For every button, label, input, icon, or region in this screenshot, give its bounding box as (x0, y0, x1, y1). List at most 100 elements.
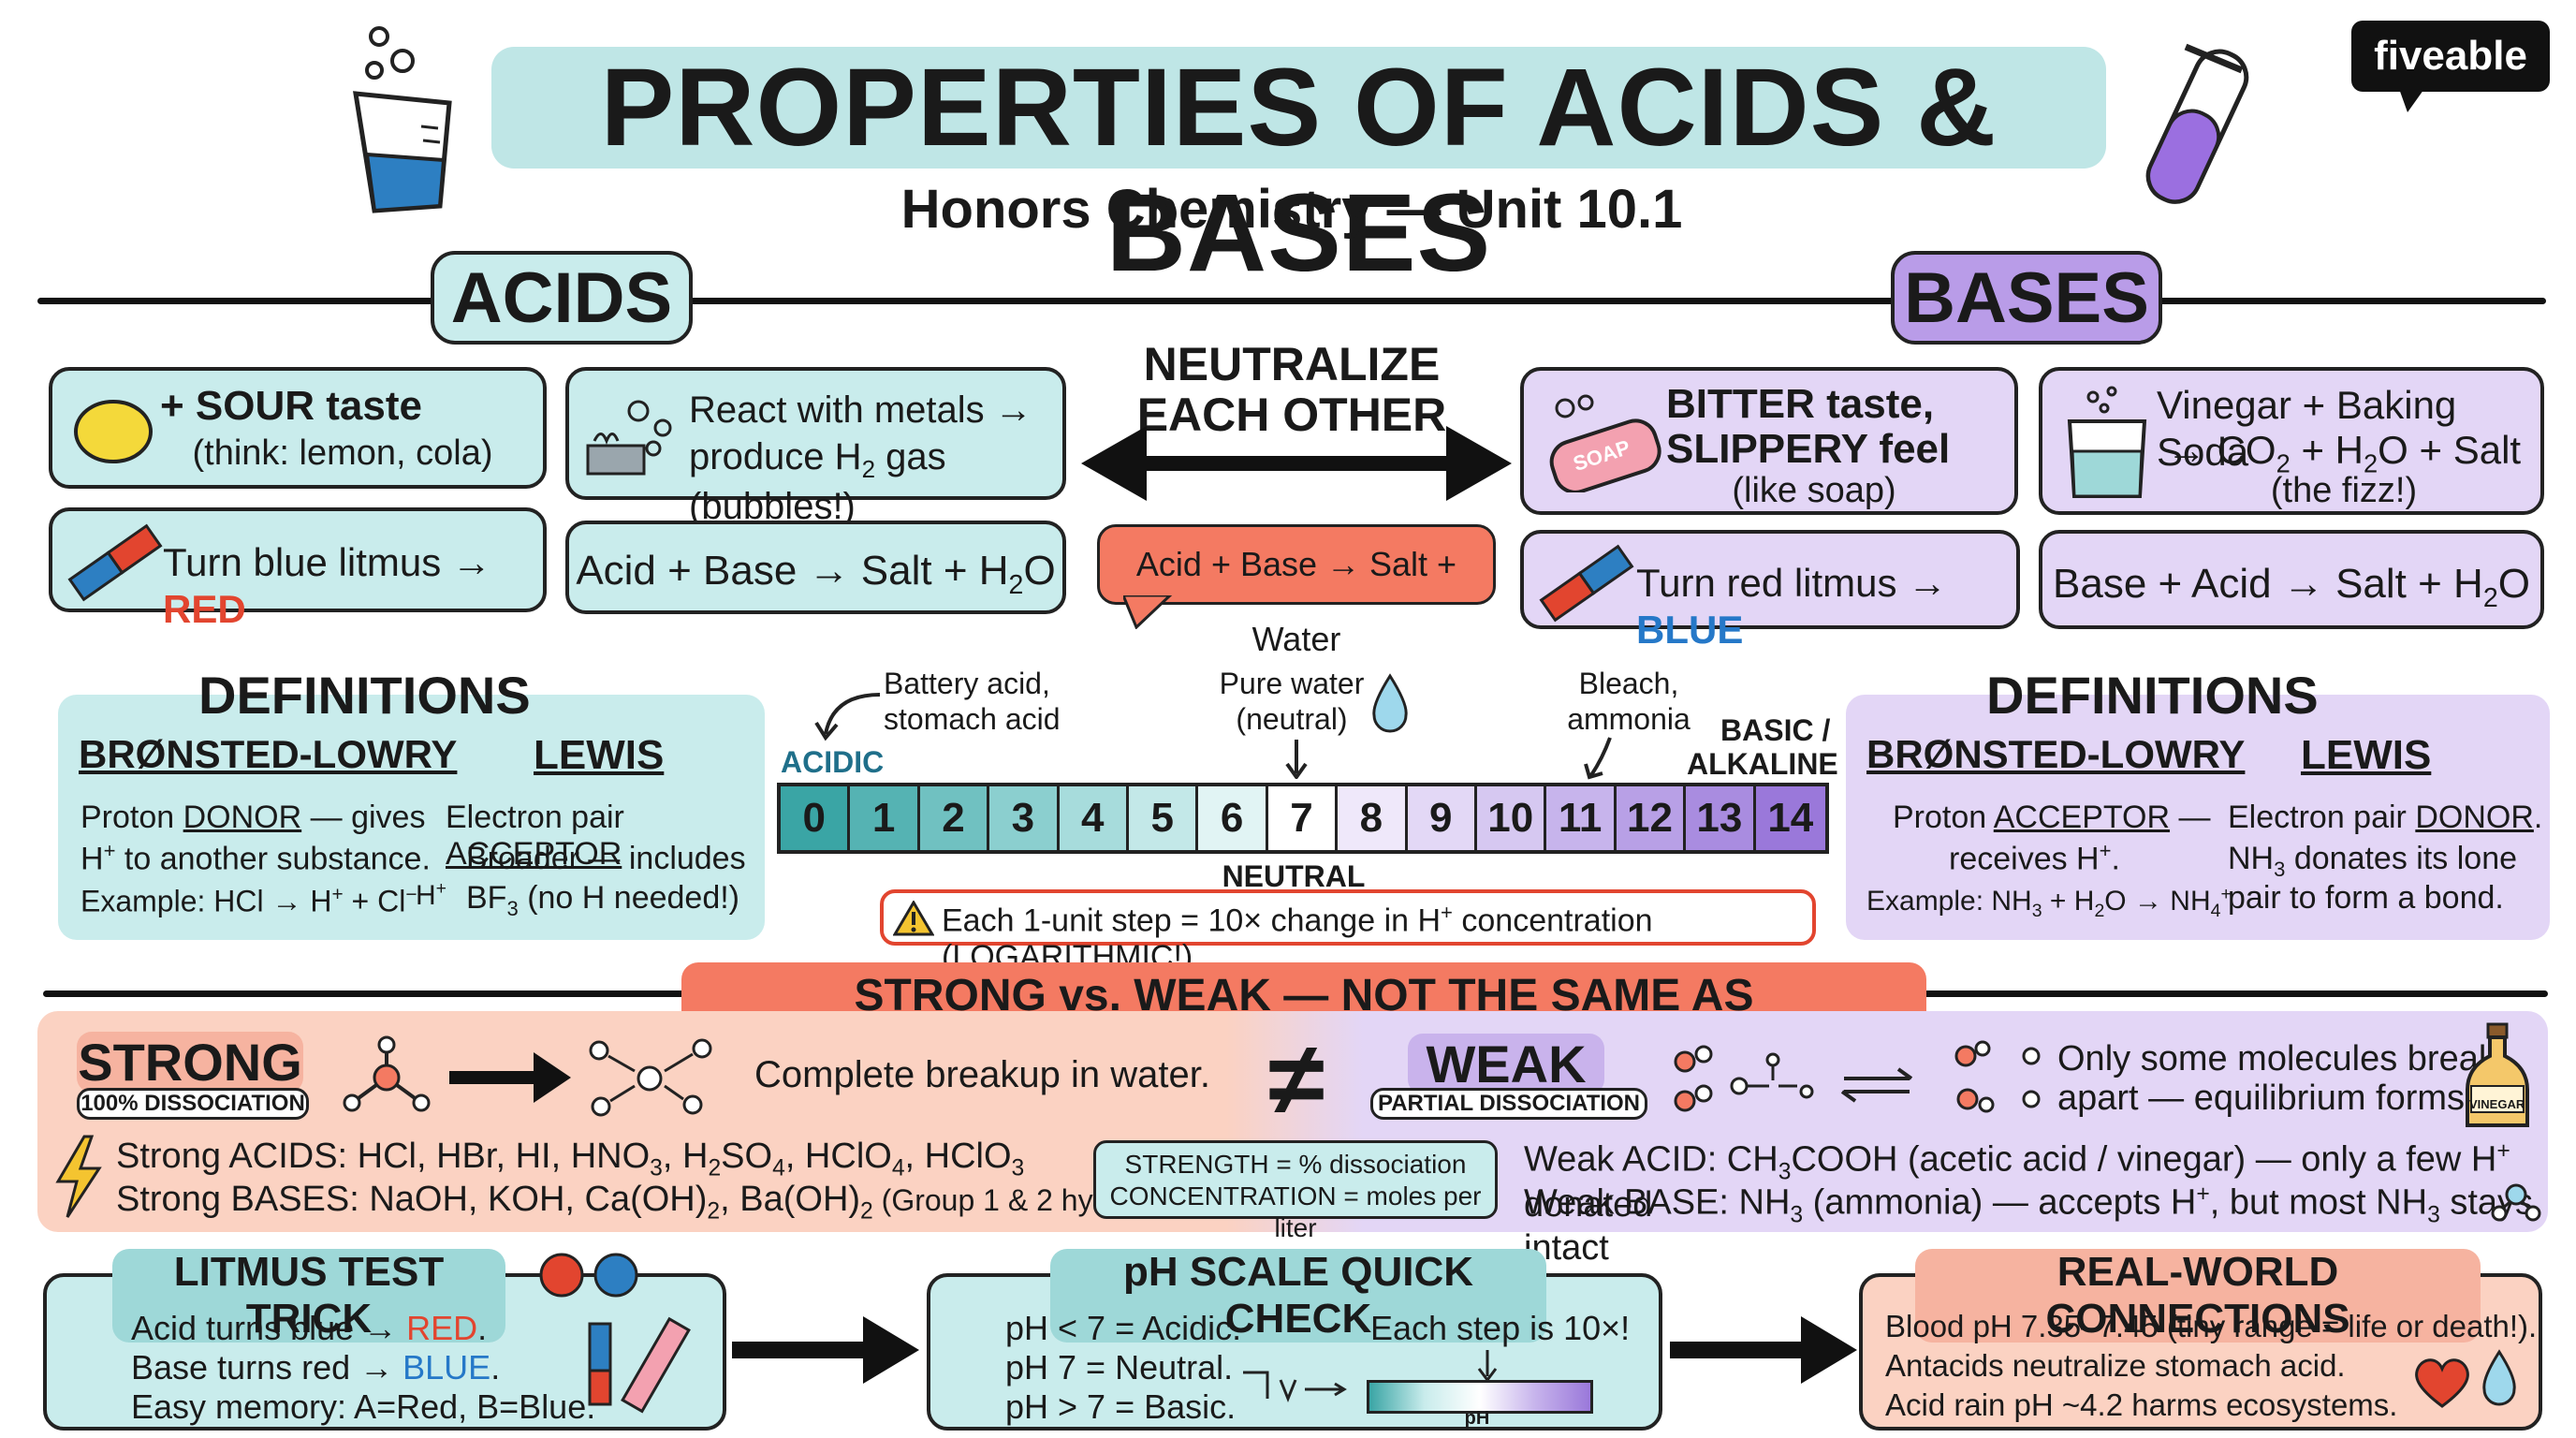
ph-quick-note: Each step is 10×! (1370, 1309, 1631, 1347)
strong-bases-sub2: 2 (860, 1198, 873, 1225)
real-world-title: REAL-WORLD CONNECTIONS (1915, 1249, 2481, 1343)
ph-note-sup: + (1441, 901, 1453, 924)
defs-left-col1-l1: Proton DONOR — gives (80, 800, 425, 836)
defs-left-col1-title: BRØNSTED-LOWRY (79, 732, 458, 776)
defs-right-col2-l1: Electron pair DONOR. (2228, 800, 2542, 836)
vinegar-label: VINEGAR (2469, 1097, 2525, 1111)
defs-right-c1l1-u: ACCEPTOR (1993, 800, 2171, 835)
warning-icon (893, 901, 934, 936)
defs-right-c1l1-b: — (2170, 800, 2211, 835)
ph-cell-12: 12 (1616, 786, 1687, 850)
defs-right-c1l2-a: receives H (1949, 841, 2100, 877)
neutralize-callout-text: Acid + Base → Salt + Water (1135, 545, 1457, 658)
litmus-trick-l1-a: Acid turns blue → (131, 1309, 407, 1347)
defs-right-c1l2-sup: + (2099, 839, 2112, 862)
base-litmus-strip-icon (1539, 544, 1634, 623)
ph-label-bleach-1: Bleach, (1578, 667, 1679, 700)
defs-right-panel: DEFINITIONS BRØNSTED-LOWRY Proton ACCEPT… (1846, 666, 2550, 940)
strength-def-1: STRENGTH = % dissociation (1124, 1150, 1467, 1179)
defs-left-c1l2-b: to another substance. (115, 841, 431, 877)
real-world-card: REAL-WORLD CONNECTIONS Blood pH 7.35–7.4… (1859, 1249, 2542, 1431)
defs-right-c2l1-a: Electron pair (2228, 800, 2416, 835)
defs-left-col2-l3: BF3 (no H needed!) (466, 880, 739, 921)
ph-neutral-label: NEUTRAL (1222, 859, 1366, 893)
curved-arrow-icon (814, 693, 881, 741)
ph-label-water-1: Pure water (1219, 667, 1365, 700)
litmus-trick-l1-c: RED (406, 1309, 478, 1347)
litmus-trick-l2: Base turns red → BLUE. (131, 1348, 500, 1387)
beaker-icon (353, 26, 452, 213)
ph-quick-l1: pH < 7 = Acidic. (1005, 1309, 1242, 1347)
acid-eq-pre: Acid + Base → Salt + H (576, 548, 1009, 594)
defs-right-c2l2-sub: 3 (2274, 857, 2286, 881)
weak-base-sup: + (2196, 1181, 2210, 1207)
ph-cell-10: 10 (1477, 786, 1547, 850)
ph-cell-1: 1 (850, 786, 920, 850)
defs-left-c1l1-a: Proton (80, 800, 183, 835)
defs-left-c2l3-a: BF (466, 880, 507, 916)
weak-acid-a: Weak ACID: CH (1524, 1139, 1778, 1180)
drop-icon (2482, 1349, 2516, 1406)
acid-eq-post: O (1023, 548, 1056, 594)
strong-acids-b: , H (662, 1137, 709, 1176)
defs-left-col2-title: LEWIS (534, 732, 665, 778)
ph-acidic-label: ACIDIC (781, 745, 885, 779)
fizz-line2-sub1: 2 (2276, 448, 2291, 478)
defs-left-col1-l3: Example: HCl → H+ + Cl− (80, 884, 417, 919)
header: PROPERTIES OF ACIDS & BASES Honors Chemi… (0, 0, 2576, 295)
strong-acids-a: Strong ACIDS: HCl, HBr, HI, HNO (116, 1137, 651, 1176)
strong-bases: Strong BASES: NaOH, KOH, Ca(OH)2, Ba(OH)… (116, 1180, 1216, 1225)
ph-quick-gradient-bar (1367, 1380, 1593, 1414)
page-title: PROPERTIES OF ACIDS & BASES (600, 46, 1998, 295)
ions-cluster-icon (1954, 1040, 2041, 1113)
lemon-icon (74, 400, 153, 463)
defs-right-c1l3-c: O → NH (2104, 886, 2211, 917)
defs-right-c2l1-u: DONOR (2415, 800, 2534, 835)
defs-left-note-sup: + (435, 878, 447, 899)
base-litmus-card: Turn red litmus → BLUE (1520, 530, 2020, 652)
fizz-line2-b: + H (2290, 428, 2364, 472)
weak-badge: WEAK PARTIAL DISSOCIATION (1370, 1034, 1647, 1123)
defs-right-c1l1-a: Proton (1893, 800, 1994, 835)
strong-acids-sub5: 3 (1011, 1155, 1025, 1181)
bases-heading: BASES (1891, 251, 2162, 345)
defs-right-col1-l3: Example: NH3 + H2O → NH4+ (1866, 884, 2232, 922)
ph-quick-l3: pH > 7 = Basic. (1005, 1387, 1237, 1426)
fizz-line1: Vinegar + Baking Soda (2157, 383, 2457, 475)
metals-line2: produce H2 gas (bubbles!) (689, 434, 1062, 529)
defs-left-note-a: H (416, 880, 436, 911)
weak-base-sub1: 3 (1790, 1202, 1804, 1228)
sour-title: + SOUR taste (160, 383, 422, 429)
ph-basic-label-2: ALKALINE (1687, 747, 1838, 781)
acid-litmus-card: Turn blue litmus → RED (49, 507, 547, 631)
defs-left-col2-l1: Electron pair ACCEPTOR (446, 800, 765, 873)
strong-bases-sub1: 2 (707, 1198, 721, 1225)
test-tube-icon (2145, 43, 2249, 204)
defs-left-c1l2-a: H (80, 841, 104, 877)
flow-arrow-2 (1670, 1316, 1857, 1384)
title-highlight (491, 47, 2106, 169)
defs-right-c2l1-b: . (2533, 800, 2543, 835)
base-equation-card: Base + Acid → Salt + H2O (2039, 530, 2544, 629)
brand-name: fiveable (2374, 33, 2527, 79)
ph-cell-0: 0 (781, 786, 851, 850)
strong-acids-d: , HClO (784, 1137, 892, 1176)
bleach-arrow-icon (1584, 737, 1612, 780)
weak-base-b: (ammonia) — accepts H (1803, 1182, 2197, 1223)
strong-panel: STRONG 100% DISSOCIATION Complete breaku… (37, 1011, 1226, 1232)
dissociated-ions-icon (589, 1038, 712, 1117)
weak-acid-b: COOH (acetic acid / vinegar) — only a fe… (1791, 1139, 2497, 1180)
litmus-trick-l1: Acid turns blue → RED. (131, 1309, 487, 1348)
acid-equation: Acid + Base → Salt + H2O (569, 547, 1062, 601)
ph-note-a: Each 1-unit step = 10× change in H (942, 902, 1442, 939)
litmus-trick-card: LITMUS TEST TRICK Acid turns blue → RED.… (43, 1249, 726, 1431)
strong-acids-sub4: 4 (891, 1155, 905, 1181)
ph-cell-4: 4 (1059, 786, 1129, 850)
ph-cell-3: 3 (989, 786, 1060, 850)
base-fizz-card: Vinegar + Baking Soda → CO2 + H2O + Salt… (2039, 367, 2544, 515)
strong-bases-a: Strong BASES: NaOH, KOH, Ca(OH) (116, 1180, 708, 1219)
litmus-strip-icon (67, 523, 163, 602)
weak-sub: PARTIAL DISSOCIATION (1370, 1088, 1647, 1120)
defs-right-col1-l2: receives H+. (1949, 839, 2120, 877)
